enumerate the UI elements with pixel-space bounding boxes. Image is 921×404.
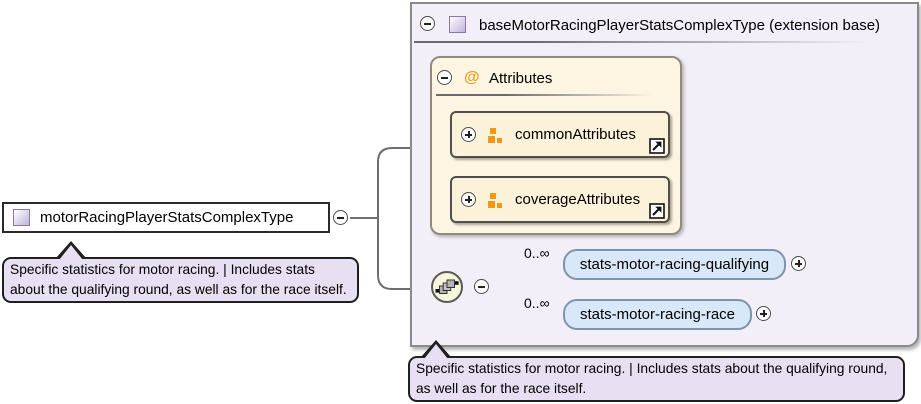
- sequence-icon: [435, 279, 459, 294]
- base-collapse-toggle[interactable]: [420, 16, 435, 31]
- header-separator: [414, 41, 880, 43]
- go-to-definition-icon[interactable]: [649, 138, 665, 154]
- attributes-separator: [436, 94, 664, 96]
- cardinality-label: 0..∞: [524, 245, 550, 261]
- qualifying-expand-toggle[interactable]: [791, 256, 806, 271]
- attribute-group-label: coverageAttributes: [515, 191, 641, 208]
- extension-base-title: baseMotorRacingPlayerStatsComplexType (e…: [479, 17, 881, 34]
- annotation-pointer-fill: [424, 344, 448, 359]
- attributes-section[interactable]: @ Attributes commonAttributes: [430, 56, 682, 235]
- attribute-group-coverageAttributes[interactable]: coverageAttributes: [450, 176, 670, 223]
- element-label: stats-motor-racing-race: [579, 306, 736, 323]
- attribute-group-icon: [488, 193, 502, 208]
- extension-base-header: baseMotorRacingPlayerStatsComplexType (e…: [412, 4, 917, 44]
- sequence-collapse-toggle[interactable]: [474, 279, 489, 294]
- race-expand-toggle[interactable]: [756, 306, 771, 321]
- root-collapse-toggle[interactable]: [333, 210, 348, 225]
- element-label: stats-motor-racing-qualifying: [579, 256, 770, 273]
- sequence-compositor[interactable]: [431, 271, 463, 303]
- attribute-group-commonAttributes[interactable]: commonAttributes: [450, 111, 670, 158]
- at-sign-icon: @: [464, 69, 480, 86]
- root-complex-type-label: motorRacingPlayerStatsComplexType: [40, 209, 294, 226]
- root-complex-type-node[interactable]: motorRacingPlayerStatsComplexType: [2, 202, 330, 233]
- coverage-attributes-expand-toggle[interactable]: [461, 192, 476, 207]
- attributes-title: Attributes: [489, 70, 553, 87]
- cardinality-label: 0..∞: [524, 295, 550, 311]
- complex-type-icon: [13, 209, 30, 226]
- root-annotation[interactable]: Specific statistics for motor racing. | …: [2, 257, 359, 304]
- attributes-collapse-toggle[interactable]: [437, 70, 452, 85]
- common-attributes-expand-toggle[interactable]: [461, 127, 476, 142]
- element-node-stats-motor-racing-qualifying[interactable]: stats-motor-racing-qualifying: [563, 249, 786, 280]
- extension-base-container[interactable]: baseMotorRacingPlayerStatsComplexType (e…: [410, 2, 919, 347]
- complex-type-icon: [449, 16, 466, 33]
- attribute-group-icon: [488, 128, 502, 143]
- annotation-pointer-fill: [59, 245, 83, 260]
- attribute-group-label: commonAttributes: [515, 126, 636, 143]
- base-annotation[interactable]: Specific statistics for motor racing. | …: [408, 356, 905, 403]
- go-to-definition-icon[interactable]: [649, 203, 665, 219]
- element-node-stats-motor-racing-race[interactable]: stats-motor-racing-race: [563, 299, 752, 330]
